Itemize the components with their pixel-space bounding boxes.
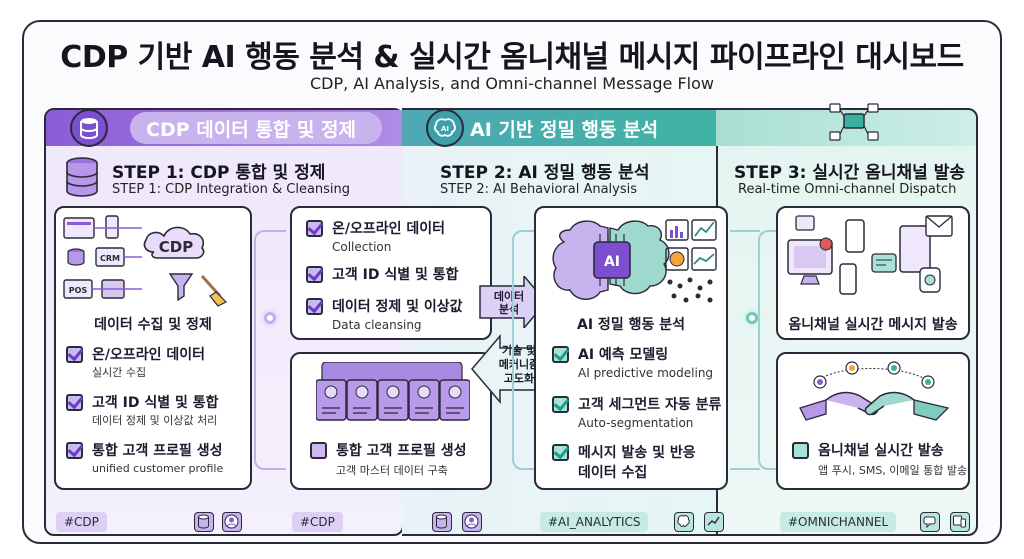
step1-title: STEP 1: CDP 통합 및 정제: [112, 163, 326, 183]
mid-item-cleansing-sub: Data cleansing: [332, 318, 422, 332]
item-message-response-sub: 데이터 수집: [578, 465, 648, 481]
item-predictive-sub: AI predictive modeling: [578, 366, 714, 380]
profile-item-sub: 고객 마스터 데이터 구축: [336, 464, 448, 477]
checkbox-unified-profile[interactable]: [66, 442, 83, 459]
step3-subtitle: Real-time Omni-channel Dispatch: [738, 182, 957, 197]
brain-icon: AI: [426, 109, 464, 147]
omni-dispatch-card: [776, 352, 970, 490]
devices-mini-icon[interactable]: [950, 512, 970, 532]
user-mini-icon-2[interactable]: [462, 512, 482, 532]
chat-mini-icon[interactable]: [920, 512, 940, 532]
chart-mini-icon[interactable]: [704, 512, 724, 532]
customer-profiles-illustration: [315, 361, 471, 440]
connector-node-teal: [746, 312, 758, 324]
network-devices-icon: [826, 100, 882, 150]
database-icon: [70, 109, 108, 147]
database-mini-icon-2[interactable]: [432, 512, 452, 532]
stack-database-icon: [64, 156, 100, 202]
mid-item-online-sub: Collection: [332, 240, 392, 254]
band-cdp-label: CDP 데이터 통합 및 정제: [146, 119, 356, 141]
step1-subtitle: STEP 1: CDP Integration & Cleansing: [112, 182, 351, 197]
page-title: CDP 기반 AI 행동 분석 & 실시간 옴니채널 메시지 파이프라인 대시보…: [60, 40, 964, 75]
item-unified-profile-sub: unified customer profile: [92, 462, 224, 475]
item-predictive: AI 예측 모델링: [578, 347, 669, 363]
band-ai-label: AI 기반 정밀 행동 분석: [470, 119, 659, 141]
devices-illustration: [786, 214, 962, 306]
checkbox-mid-online[interactable]: [306, 220, 323, 237]
tag-omnichannel[interactable]: #OMNICHANNEL: [780, 512, 897, 532]
mid-item-online: 온/오프라인 데이터: [332, 221, 446, 237]
brain-mini-icon[interactable]: [674, 512, 694, 532]
data-sources-illustration: CRM POS CDP: [62, 214, 246, 314]
checkbox-segmentation[interactable]: [552, 396, 569, 413]
database-mini-icon[interactable]: [194, 512, 214, 532]
step2-subtitle: STEP 2: AI Behavioral Analysis: [440, 182, 638, 197]
pos-label: POS: [69, 286, 88, 295]
step3-connector-bracket: [758, 230, 782, 470]
item-online-offline: 온/오프라인 데이터: [92, 347, 206, 363]
checkbox-customer-id[interactable]: [66, 394, 83, 411]
tag-ai-analytics[interactable]: #AI_ANALYTICS: [540, 512, 649, 532]
mid-item-cleansing: 데이터 정제 및 이상값: [332, 299, 463, 315]
checkbox-predictive[interactable]: [552, 346, 569, 363]
page-subtitle: CDP, AI Analysis, and Omni-channel Messa…: [309, 74, 714, 93]
item-online-offline-sub: 실시간 수집: [92, 366, 147, 379]
ai-chip-label: AI: [604, 254, 620, 270]
band-cdp-pill: [130, 112, 382, 144]
user-mini-icon[interactable]: [222, 512, 242, 532]
checkbox-message-response[interactable]: [552, 444, 569, 461]
item-customer-id: 고객 ID 식별 및 통합: [92, 395, 219, 411]
handshake-network-illustration: [796, 360, 952, 438]
svg-text:AI: AI: [441, 125, 449, 133]
checkbox-profile[interactable]: [310, 442, 327, 459]
ai-brain-illustration: AI: [542, 212, 722, 316]
item-segmentation-sub: Auto-segmentation: [578, 416, 694, 430]
omni-message-label: 옴니채널 실시간 메시지 발송: [788, 317, 958, 333]
item-unified-profile: 통합 고객 프로필 생성: [92, 443, 223, 459]
connector-node: [264, 312, 276, 324]
step1-connector: [254, 230, 286, 470]
omni-dispatch-item-sub: 앱 푸시, SMS, 이메일 통합 발송: [818, 464, 968, 477]
data-checklist-card: [290, 206, 492, 340]
tag-cdp-1[interactable]: #CDP: [56, 512, 107, 532]
step3-connector: [730, 230, 760, 470]
step2-title: STEP 2: AI 정밀 행동 분석: [440, 163, 650, 183]
item-segmentation: 고객 세그먼트 자동 분류: [578, 397, 722, 413]
step2-connector: [512, 230, 542, 470]
forward-arrow-label: 데이터 분석: [493, 290, 525, 316]
mid-item-customer-id: 고객 ID 식별 및 통합: [332, 267, 459, 283]
data-collection-label: 데이터 수집 및 정제: [94, 317, 212, 333]
crm-label: CRM: [100, 254, 120, 263]
ai-analysis-label: AI 정밀 행동 분석: [577, 317, 685, 333]
item-message-response: 메시지 발송 및 반응: [578, 445, 696, 461]
checkbox-omni-dispatch[interactable]: [792, 442, 809, 459]
item-customer-id-sub: 데이터 정제 및 이상값 처리: [92, 414, 218, 427]
omni-dispatch-item: 옴니채널 실시간 발송: [818, 443, 944, 459]
checkbox-mid-customer-id[interactable]: [306, 266, 323, 283]
checkbox-mid-cleansing[interactable]: [306, 298, 323, 315]
tag-cdp-2[interactable]: #CDP: [292, 512, 343, 532]
checkbox-online-offline[interactable]: [66, 346, 83, 363]
cdp-cloud-label: CDP: [159, 238, 193, 256]
profile-item: 통합 고객 프로필 생성: [336, 443, 467, 459]
step3-title: STEP 3: 실시간 옴니채널 발송: [734, 163, 965, 183]
